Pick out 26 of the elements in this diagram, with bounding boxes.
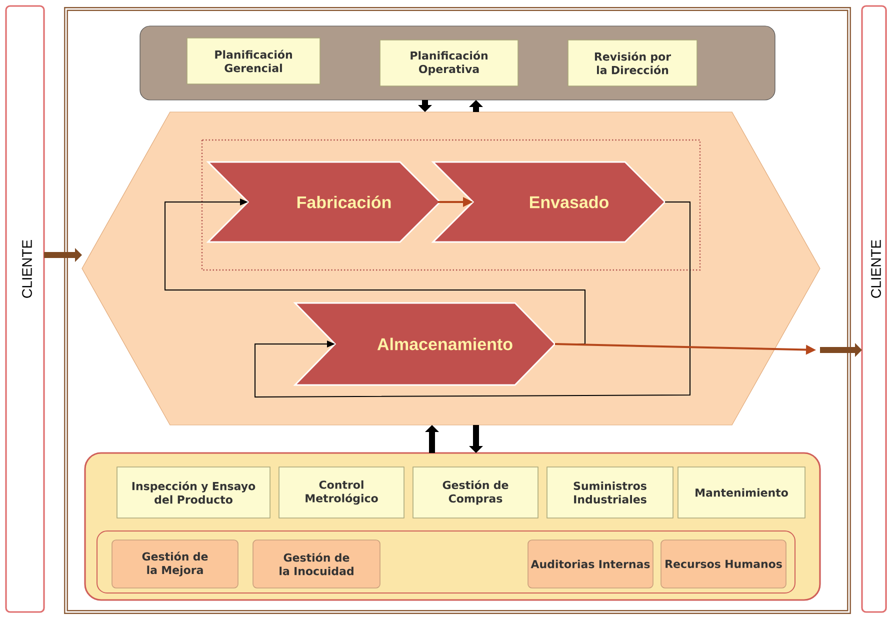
arrow [469,425,483,453]
arrow [425,425,439,453]
process-box: Recursos Humanos [660,540,786,588]
process-box: Auditorias Internas [528,540,654,588]
process-box: Gestión de la Inocuidad [252,540,380,588]
arrow [254,202,690,398]
dotted-box [201,139,701,271]
arrow [438,197,473,207]
process-box: Inspección y Ensayo del Producto [116,466,270,518]
process-box: Gestión de Compras [412,466,538,518]
arrow [418,100,432,112]
process-box: Planificación Gerencial [186,38,320,84]
arrow [554,343,816,355]
process-box: Planificación Operativa [380,40,518,86]
client-bar: CLIENTE [5,5,45,613]
process-box: Control Metrológico [278,466,404,518]
process-box: Suministros Industriales [546,466,674,518]
process-box: Revisión por la Dirección [568,40,698,86]
process-box: Gestión de la Mejora [112,540,238,588]
arrow [469,100,483,112]
arrow [164,198,586,344]
process-box: Mantenimiento [678,466,806,518]
arrow [44,248,82,262]
frame-border [64,7,851,614]
client-bar: CLIENTE [861,5,887,613]
arrow [820,343,862,357]
